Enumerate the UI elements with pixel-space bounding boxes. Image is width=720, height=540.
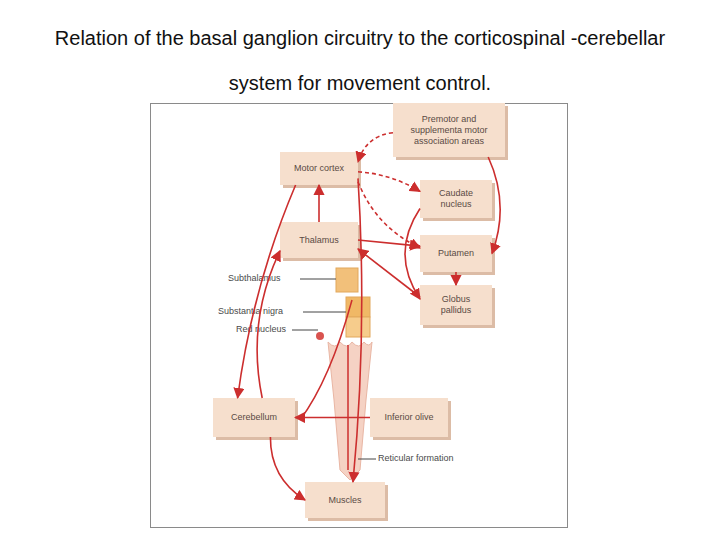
structure-label: Subthalamus bbox=[228, 273, 281, 284]
structure-box: Cerebellum bbox=[213, 398, 295, 437]
box-label: Motor cortex bbox=[294, 163, 344, 174]
tract-line bbox=[347, 345, 349, 470]
text-group: Inferior olive bbox=[384, 412, 433, 423]
structure-box: Caudate nucleus bbox=[420, 180, 492, 218]
pathway-arrow bbox=[270, 437, 305, 500]
text-group: Putamen bbox=[438, 248, 474, 259]
box-label: Globus pallidus bbox=[426, 294, 486, 316]
box-label: Putamen bbox=[438, 248, 474, 259]
structure-box: Premotor and supplementa motor associati… bbox=[393, 103, 505, 157]
box-label: Caudate nucleus bbox=[426, 188, 486, 210]
box-label: Thalamus bbox=[299, 235, 339, 246]
box-label: Muscles bbox=[328, 495, 361, 506]
text-group: Premotor and supplementa motor associati… bbox=[399, 114, 499, 147]
structure-box: Globus pallidus bbox=[420, 285, 492, 325]
structure-label: Substantia nigra bbox=[218, 306, 283, 317]
text-group: Cerebellum bbox=[231, 412, 277, 423]
pathway-arrow bbox=[358, 240, 420, 246]
title-text: Relation of the basal ganglion circuitry… bbox=[40, 16, 680, 106]
structure-label: Reticular formation bbox=[378, 453, 454, 464]
frame bbox=[151, 104, 568, 528]
leader-line bbox=[300, 279, 336, 280]
pathway-arrow bbox=[358, 133, 393, 162]
box-label: Premotor and supplementa motor associati… bbox=[399, 114, 499, 147]
box-label: Inferior olive bbox=[384, 412, 433, 423]
leader-line bbox=[303, 312, 346, 313]
text-group: Muscles bbox=[328, 495, 361, 506]
text-group: Globus pallidus bbox=[426, 294, 486, 316]
pathway-arrow bbox=[455, 272, 457, 285]
red-nucleus-dot bbox=[316, 332, 324, 340]
tract-line bbox=[300, 300, 352, 420]
structure-label: Red nucleus bbox=[236, 324, 286, 335]
box-label: Cerebellum bbox=[231, 412, 277, 423]
text-group: Thalamus bbox=[299, 235, 339, 246]
pathway-arrow bbox=[295, 417, 370, 419]
structure-box: Motor cortex bbox=[280, 152, 358, 185]
structure-box: Muscles bbox=[305, 482, 385, 518]
structure-box: Inferior olive bbox=[370, 398, 448, 437]
pathway-arrow bbox=[238, 185, 296, 398]
subthalamus-shape bbox=[336, 268, 358, 292]
red-nucleus-shape bbox=[346, 317, 370, 337]
structure-box: Putamen bbox=[420, 235, 492, 272]
structure-box: Thalamus bbox=[280, 222, 358, 258]
pathway-arrow bbox=[405, 209, 420, 300]
leader-line bbox=[292, 330, 318, 331]
pathway-arrow bbox=[358, 172, 420, 192]
pathway-arrow bbox=[358, 249, 420, 297]
leader-line bbox=[358, 459, 376, 460]
pathway-arrow bbox=[318, 185, 320, 222]
text-group: Caudate nucleus bbox=[426, 188, 486, 210]
pathway-arrow bbox=[358, 182, 420, 248]
text-group: Motor cortex bbox=[294, 163, 344, 174]
